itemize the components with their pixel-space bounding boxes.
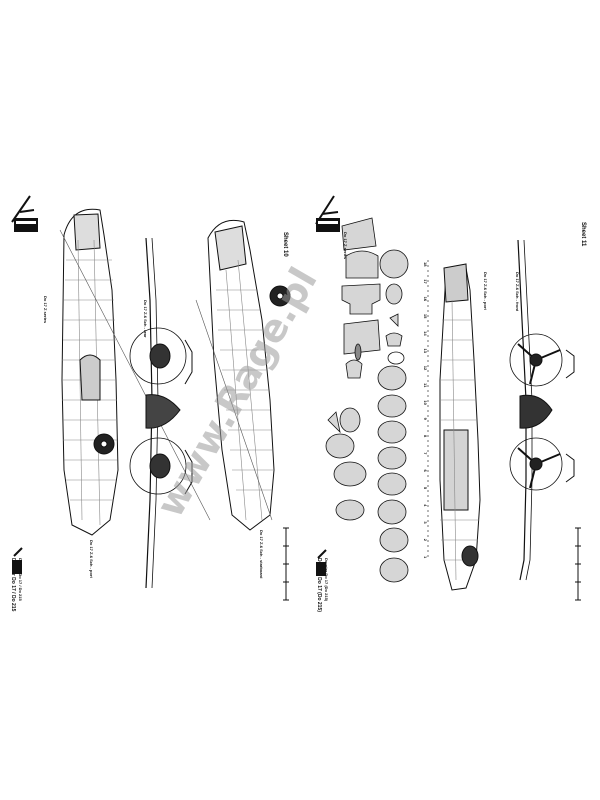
sheet-number-label-right: Sheet 11 bbox=[580, 222, 586, 247]
section-number: 11 bbox=[423, 383, 428, 388]
section-number: 8 bbox=[423, 435, 428, 438]
section-number: 18 bbox=[423, 262, 428, 267]
side-view-port-right bbox=[439, 263, 481, 591]
section-number: 15 bbox=[423, 314, 428, 319]
publisher-logo-bottom-right bbox=[316, 549, 327, 576]
section-number: 9 bbox=[423, 418, 428, 421]
title-line1: Dornier Do 17 / Do 215 bbox=[10, 558, 16, 612]
section-number: 4 bbox=[423, 504, 428, 507]
publisher-logo-top bbox=[11, 195, 38, 232]
title-line1-right: Dornier Do 17 (Do 215) bbox=[316, 558, 322, 612]
publisher-logo-top-right bbox=[315, 195, 340, 232]
section-number: 5 bbox=[423, 487, 428, 490]
view-label-port: Do 17 Z-6 Sch - port bbox=[89, 540, 94, 578]
section-number: 7 bbox=[423, 452, 428, 455]
sheet-10: Sheet 10 Dornier Do 17 / Do 215 Dornier … bbox=[10, 195, 291, 612]
section-number: 17 bbox=[423, 279, 428, 284]
section-number: 16 bbox=[423, 297, 428, 302]
section-number: 14 bbox=[423, 331, 428, 336]
scale-bar bbox=[283, 527, 289, 601]
scale-bar-right bbox=[575, 527, 581, 601]
section-number: 6 bbox=[423, 470, 428, 473]
section-number: 3 bbox=[423, 521, 428, 524]
publisher-box-label-right: Do 17 Z series bbox=[343, 232, 348, 260]
fuselage-sections bbox=[325, 217, 409, 583]
rear-view bbox=[129, 237, 193, 589]
section-number: 12 bbox=[423, 366, 428, 371]
section-number: 13 bbox=[423, 348, 428, 353]
side-view-starboard bbox=[195, 219, 291, 531]
front-view bbox=[509, 239, 575, 581]
publisher-box-label: Do 17 Z series bbox=[43, 296, 48, 324]
view-label-port-right: Do 17 Z-6 Sch - port bbox=[483, 272, 488, 310]
view-label-rear: Do 17 Z-6 Sch - rear bbox=[143, 300, 148, 338]
side-view-port bbox=[59, 208, 211, 536]
view-label-front: Do 17 Z-6 Sch - front bbox=[515, 272, 520, 312]
sheet-number-label: Sheet 10 bbox=[282, 232, 288, 257]
publisher-logo-bottom bbox=[12, 547, 23, 574]
title-line2: Dornier Do 17 / Do 215 bbox=[18, 558, 23, 601]
view-label-starboard: Do 17 Z-6 Sch - starboard bbox=[259, 530, 264, 579]
section-number: 10 bbox=[423, 400, 428, 405]
section-number-labels: 18 17 16 15 14 13 12 11 10 9 8 7 6 5 4 3 2 1 bbox=[423, 262, 428, 559]
section-number: 2 bbox=[423, 539, 428, 542]
title-line2-right: Dornier Do 17 (Do 215) bbox=[324, 558, 329, 602]
section-number: 1 bbox=[423, 556, 428, 559]
sheet-11: Sheet 11 Dornier Do 17 (Do 215) Dornier … bbox=[315, 195, 586, 612]
